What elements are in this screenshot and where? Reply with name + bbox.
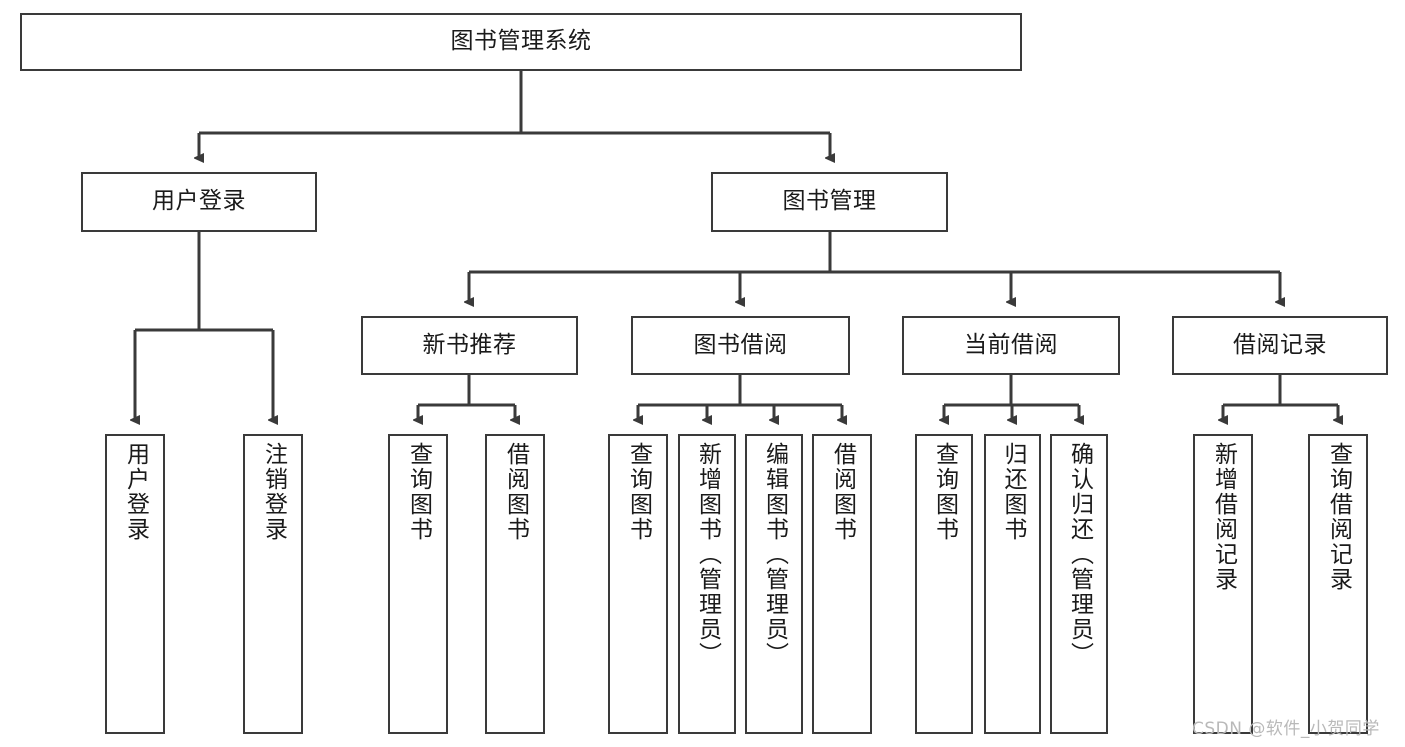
csdn-watermark: CSDN @软件_小贺同学 <box>1192 719 1380 739</box>
node-borrow-record-label: 借阅记录 <box>1233 331 1327 358</box>
node-user-login-label: 用户登录 <box>152 188 246 215</box>
node-book-borrow-label: 图书借阅 <box>693 331 788 358</box>
node-book-management[interactable]: 图书管理 <box>711 172 948 232</box>
node-leaf-borrow-book-rec-label: 借阅图书 <box>502 442 529 542</box>
node-leaf-query-book-rec-label: 查询图书 <box>405 442 432 542</box>
node-leaf-logout[interactable]: 注销登录 <box>243 434 303 734</box>
node-leaf-borrow-book-rec[interactable]: 借阅图书 <box>485 434 545 734</box>
node-leaf-borrow-book-label: 借阅图书 <box>829 442 856 542</box>
node-leaf-user-login-label: 用户登录 <box>122 442 149 542</box>
node-book-borrow[interactable]: 图书借阅 <box>631 316 850 375</box>
node-leaf-confirm-return-admin-label: 确认归还（管理员） <box>1066 442 1093 667</box>
node-current-borrow[interactable]: 当前借阅 <box>902 316 1120 375</box>
node-new-book-recommend-label: 新书推荐 <box>422 331 517 358</box>
node-leaf-add-borrow-record-label: 新增借阅记录 <box>1210 442 1237 592</box>
node-leaf-borrow-book[interactable]: 借阅图书 <box>812 434 872 734</box>
node-root-label: 图书管理系统 <box>450 28 592 55</box>
node-current-borrow-label: 当前借阅 <box>964 331 1058 358</box>
node-borrow-record[interactable]: 借阅记录 <box>1172 316 1388 375</box>
node-leaf-logout-label: 注销登录 <box>260 442 287 542</box>
node-user-login[interactable]: 用户登录 <box>81 172 317 232</box>
node-root[interactable]: 图书管理系统 <box>20 13 1022 71</box>
node-leaf-query-borrow-record[interactable]: 查询借阅记录 <box>1308 434 1368 734</box>
node-leaf-query-book-borrow[interactable]: 查询图书 <box>608 434 668 734</box>
node-leaf-add-book-admin-label: 新增图书（管理员） <box>694 442 721 667</box>
node-leaf-query-borrow-record-label: 查询借阅记录 <box>1325 442 1352 592</box>
node-leaf-query-book-rec[interactable]: 查询图书 <box>388 434 448 734</box>
node-leaf-add-borrow-record[interactable]: 新增借阅记录 <box>1193 434 1253 734</box>
node-leaf-edit-book-admin[interactable]: 编辑图书（管理员） <box>745 434 803 734</box>
node-leaf-user-login[interactable]: 用户登录 <box>105 434 165 734</box>
node-leaf-query-book-current[interactable]: 查询图书 <box>915 434 973 734</box>
node-leaf-edit-book-admin-label: 编辑图书（管理员） <box>761 442 788 667</box>
node-leaf-query-book-borrow-label: 查询图书 <box>625 442 652 542</box>
node-book-management-label: 图书管理 <box>782 188 877 215</box>
node-new-book-recommend[interactable]: 新书推荐 <box>361 316 578 375</box>
node-leaf-add-book-admin[interactable]: 新增图书（管理员） <box>678 434 736 734</box>
node-leaf-return-book-label: 归还图书 <box>1000 442 1026 542</box>
node-leaf-return-book[interactable]: 归还图书 <box>984 434 1041 734</box>
node-leaf-confirm-return-admin[interactable]: 确认归还（管理员） <box>1050 434 1108 734</box>
node-leaf-query-book-current-label: 查询图书 <box>931 442 958 542</box>
